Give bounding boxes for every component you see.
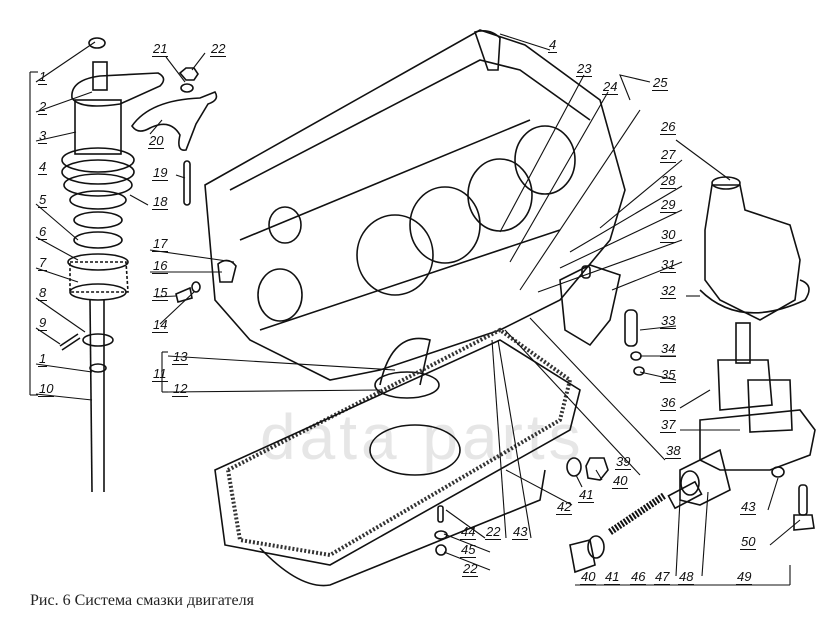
callout-50: 50 xyxy=(740,534,757,550)
pressure-relief-valve xyxy=(569,480,703,574)
callout-31: 31 xyxy=(660,257,677,273)
callout-25: 25 xyxy=(652,75,669,91)
callout-30: 30 xyxy=(660,227,677,243)
callout-1: 1 xyxy=(38,351,48,367)
callout-1: 1 xyxy=(38,69,48,85)
callout-46: 46 xyxy=(630,569,647,585)
callout-42: 42 xyxy=(556,499,573,515)
callout-43: 43 xyxy=(512,524,529,540)
callout-40: 40 xyxy=(612,473,629,489)
callout-24: 24 xyxy=(602,79,619,95)
callout-16: 16 xyxy=(152,258,169,274)
callout-15: 15 xyxy=(152,285,169,301)
callout-20: 20 xyxy=(148,133,165,149)
callout-19: 19 xyxy=(152,165,169,181)
callout-47: 47 xyxy=(654,569,671,585)
callout-32: 32 xyxy=(660,283,677,299)
callout-33: 33 xyxy=(660,313,677,329)
callout-41: 41 xyxy=(578,487,595,503)
callout-3: 3 xyxy=(38,128,48,144)
figure-caption: Рис. 6 Система смазки двигателя xyxy=(30,592,254,609)
callout-22: 22 xyxy=(462,561,479,577)
callout-4: 4 xyxy=(38,159,48,175)
callout-18: 18 xyxy=(152,194,169,210)
callout-9: 9 xyxy=(38,315,48,331)
callout-28: 28 xyxy=(660,173,677,189)
callout-6: 6 xyxy=(38,224,48,240)
callout-43: 43 xyxy=(740,499,757,515)
callout-5: 5 xyxy=(38,192,48,208)
callout-39: 39 xyxy=(615,454,632,470)
callout-8: 8 xyxy=(38,285,48,301)
callout-36: 36 xyxy=(660,395,677,411)
callout-38: 38 xyxy=(665,443,682,459)
callout-27: 27 xyxy=(660,147,677,163)
callout-12: 12 xyxy=(172,381,189,397)
callout-40: 40 xyxy=(580,569,597,585)
callout-45: 45 xyxy=(460,542,477,558)
callout-22: 22 xyxy=(485,524,502,540)
engine-block xyxy=(204,29,626,399)
callout-11: 11 xyxy=(152,366,168,382)
callout-23: 23 xyxy=(576,61,593,77)
callout-44: 44 xyxy=(460,524,477,540)
callout-14: 14 xyxy=(152,317,169,333)
callout-35: 35 xyxy=(660,367,677,383)
callout-4: 4 xyxy=(548,37,558,53)
callout-37: 37 xyxy=(660,417,677,433)
callout-13: 13 xyxy=(172,349,189,365)
callout-7: 7 xyxy=(38,255,48,271)
callout-10: 10 xyxy=(38,381,55,397)
oil-pump-gears xyxy=(679,322,816,506)
callout-41: 41 xyxy=(604,569,621,585)
oil-pump-cover xyxy=(699,176,810,321)
callout-17: 17 xyxy=(152,236,169,252)
watermark: data parts xyxy=(260,401,585,473)
callout-21: 21 xyxy=(152,41,169,57)
oil-pan xyxy=(214,327,581,587)
callout-2: 2 xyxy=(38,99,48,115)
callout-26: 26 xyxy=(660,119,677,135)
callout-22: 22 xyxy=(210,41,227,57)
distributor-drive-assembly xyxy=(59,37,165,493)
callout-34: 34 xyxy=(660,341,677,357)
callout-29: 29 xyxy=(660,197,677,213)
callout-49: 49 xyxy=(736,569,753,585)
callout-48: 48 xyxy=(678,569,695,585)
